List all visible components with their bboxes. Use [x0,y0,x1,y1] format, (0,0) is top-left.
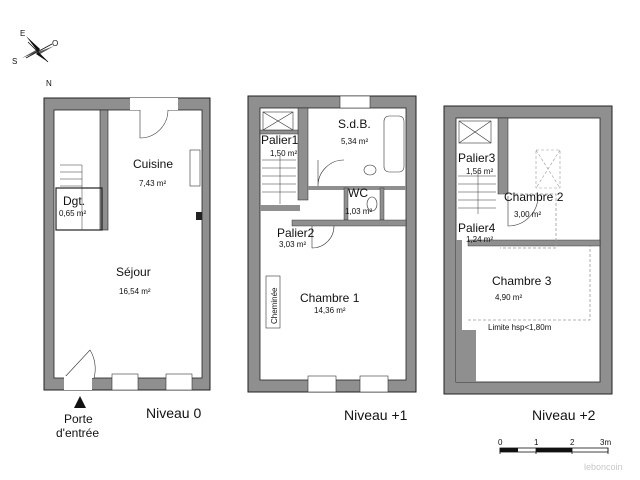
compass-north-label: N [46,79,52,88]
room-sejour-area: 16,54 m² [119,287,151,296]
height-limit-line [468,246,591,321]
room-chambre2-name: Chambre 2 [504,190,564,204]
room-palier2-area: 3,03 m² [279,240,306,249]
room-chambre3-area: 4,90 m² [495,293,522,302]
room-sdb-name: S.d.B. [338,117,371,131]
room-cuisine-area: 7,43 m² [139,179,166,188]
level-0-interior [53,109,203,379]
room-palier1-area: 1,50 m² [270,149,297,158]
room-dgt-name: Dgt. [63,194,85,208]
compass-rose-icon [22,36,54,63]
room-palier4-area: 1,24 m² [466,235,493,244]
room-dgt-area: 0,65 m² [59,209,86,218]
room-palier1-name: Palier1 [261,133,299,147]
room-chambre1-area: 14,36 m² [314,306,346,315]
scale-tick-2: 2 [570,438,575,447]
height-limit-label: Limite hsp<1,80m [488,323,552,332]
room-sejour-name: Séjour [116,265,151,279]
compass-west-label: O [52,39,58,48]
room-chambre1-name: Chambre 1 [300,291,360,305]
kitchen-sink-icon [189,149,201,187]
room-palier3-area: 1,56 m² [466,167,493,176]
skylight-icon [535,149,561,189]
room-wc-area: 1,03 m² [345,207,372,216]
room-wc-name: WC [348,186,368,200]
bathtub-icon [383,115,405,173]
level-1-plan [247,95,417,393]
level-2-plan [443,105,613,395]
room-palier4-name: Palier4 [458,221,496,235]
room-chambre3-name: Chambre 3 [492,274,552,288]
fireplace-icon [265,275,281,329]
window-icon [111,373,139,391]
room-sdb-area: 5,34 m² [341,137,368,146]
entrance-label-line1: Porte [64,412,93,426]
stairs-icon [262,156,296,204]
skylight-icon [458,120,492,144]
level-2-title: Niveau +2 [532,407,596,423]
entrance-label-line2: d'entrée [56,426,99,440]
door-icon [311,225,335,249]
entrance-arrow-icon [74,396,86,408]
level-2-interior [455,117,601,383]
compass-south-label: S [12,57,17,66]
room-palier3-name: Palier3 [458,151,496,165]
entrance-door-icon [63,349,96,379]
door-icon [317,159,345,187]
stairs-icon [458,172,496,214]
height-limit-line [500,193,557,249]
scale-tick-3: 3m [600,438,611,447]
scale-bar [499,447,609,454]
window-icon [165,373,193,391]
door-icon [139,109,169,139]
level-1-title: Niveau +1 [344,407,408,423]
window-icon [307,375,337,393]
room-chambre2-area: 3,00 m² [514,210,541,219]
toilet-icon [366,196,378,212]
window-icon [359,375,389,393]
scale-tick-1: 1 [534,438,539,447]
cheminee-label: Cheminée [270,287,279,324]
compass-east-label: E [20,29,25,38]
washbasin-icon [363,164,377,176]
room-palier2-name: Palier2 [277,226,315,240]
room-cuisine-name: Cuisine [133,157,173,171]
window-icon [339,95,371,109]
door-icon [507,195,539,227]
skylight-icon [262,111,294,131]
level-0-plan [43,97,211,391]
level-0-title: Niveau 0 [146,405,201,421]
watermark-text: leboncoin [584,462,623,472]
scale-tick-0: 0 [498,438,503,447]
level-1-interior [259,107,407,381]
stairs-icon [60,164,83,230]
